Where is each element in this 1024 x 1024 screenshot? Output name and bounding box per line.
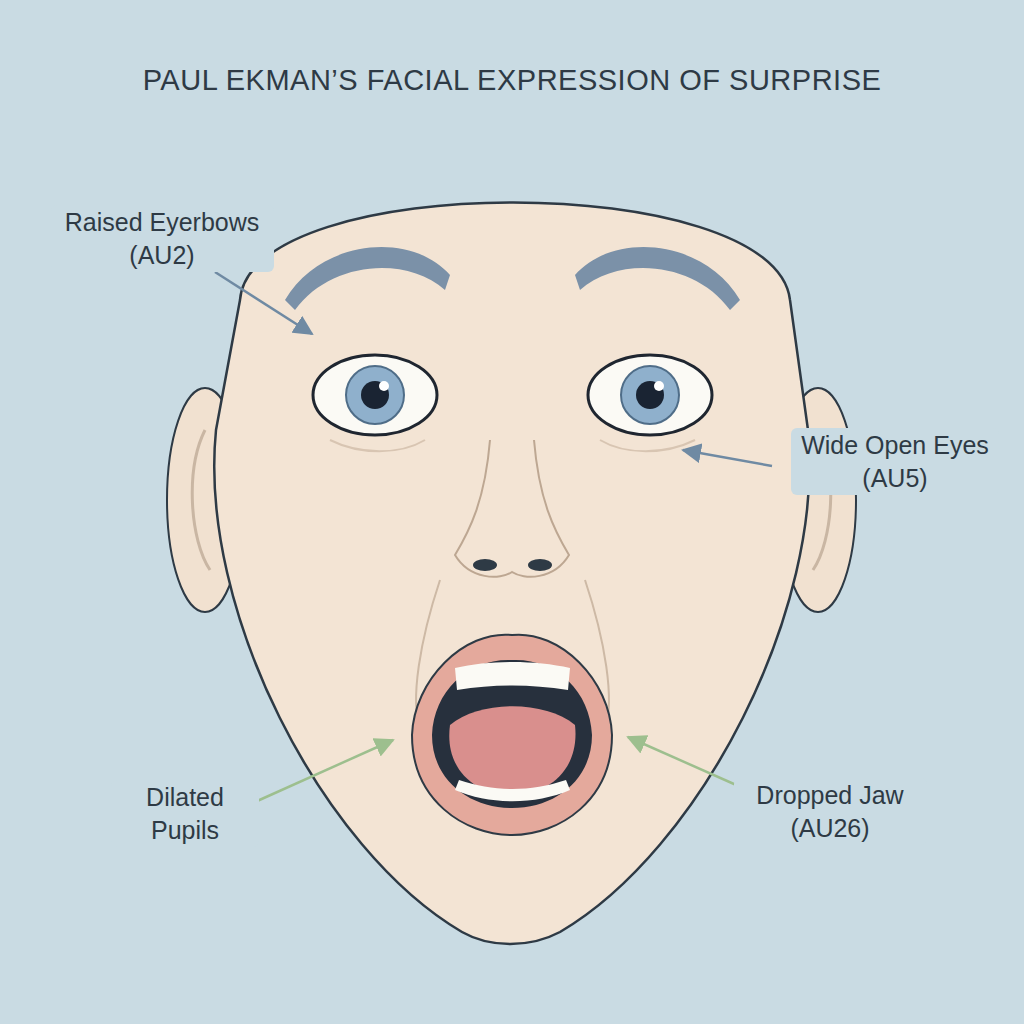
callout-label: Dropped Jaw (AU26): [734, 778, 927, 845]
callout-label: Wide Open Eyes (AU5): [791, 428, 999, 495]
diagram-title: PAUL EKMAN’S FACIAL EXPRESSION OF SURPRI…: [143, 62, 882, 100]
callout-label: Dilated Pupils: [111, 780, 259, 847]
callout-label: Raised Eyerbows (AU2): [51, 205, 274, 272]
